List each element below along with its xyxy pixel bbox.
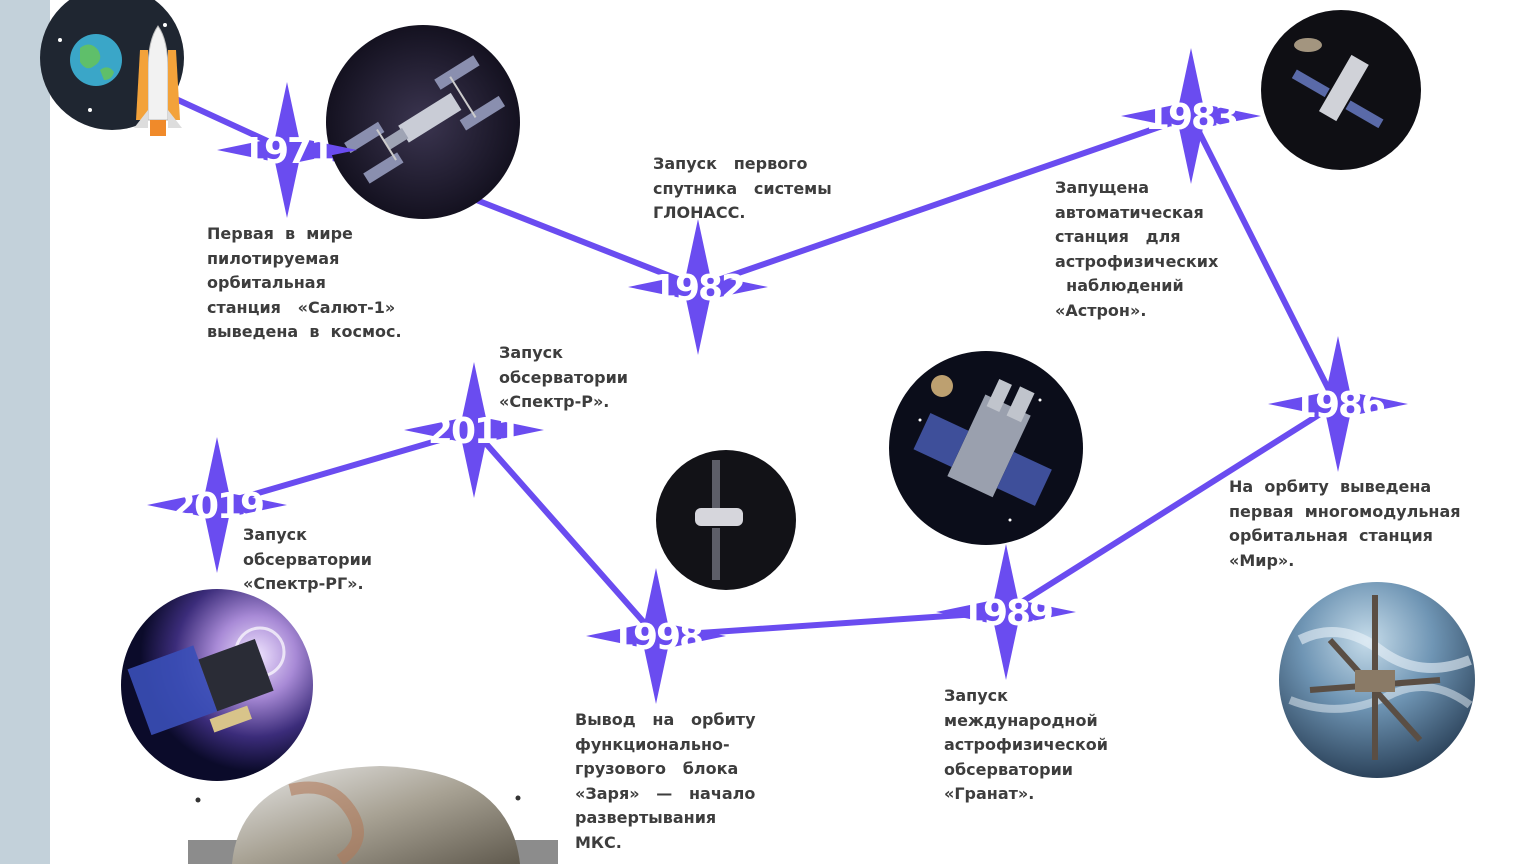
milestone-2011-description: Запуск обсерватории «Спектр-Р».: [499, 343, 629, 411]
milestone-1989-description: Запуск международной астрофизической обс…: [944, 686, 1108, 803]
astron-telescope-photo: [1261, 10, 1421, 170]
year-label: 1989: [960, 593, 1052, 634]
milestone-1998-description: Вывод на орбиту функционально- грузового…: [575, 710, 756, 852]
year-label: 1971: [241, 131, 333, 172]
milestone-2011: 2011: [404, 362, 544, 498]
milestone-2019-description: Запуск обсерватории «Спектр-РГ».: [243, 525, 373, 593]
glonass-satellite-photo: [656, 450, 796, 590]
spektr-rg-photo: [121, 589, 313, 781]
milestone-1998: 1998: [586, 568, 726, 704]
star-marker-icon: [628, 219, 768, 355]
star-marker-icon: [404, 362, 544, 498]
year-label: 1982: [652, 268, 744, 309]
year-label: 1986: [1292, 385, 1385, 426]
milestone-1986: 1986: [1268, 336, 1408, 472]
milestone-1986-description: На орбиту выведена первая многомодульная…: [1229, 477, 1461, 570]
earth-globe-photo: [188, 766, 558, 864]
star-marker-icon: [936, 544, 1076, 680]
star-marker-icon: [147, 437, 287, 573]
granat-observatory-photo: [889, 351, 1083, 545]
milestone-1983: 1983: [1121, 48, 1261, 184]
milestone-1983-description: Запущена автоматическая станция для астр…: [1055, 178, 1219, 320]
star-marker-icon: [1121, 48, 1261, 184]
rocket-earth-icon: [40, 0, 184, 136]
star-marker-icon: [217, 82, 357, 218]
year-label: 1983: [1145, 97, 1237, 138]
milestone-2019: 2019: [147, 437, 287, 573]
milestone-1971: 1971: [217, 82, 357, 218]
mir-station-photo: [1279, 582, 1475, 778]
milestone-1989: 1989: [936, 544, 1076, 680]
year-label: 2011: [428, 411, 520, 452]
milestone-1982-description: Запуск первого спутника системы ГЛОНАСС.: [653, 154, 832, 222]
star-marker-icon: [1268, 336, 1408, 472]
year-label: 2019: [171, 486, 263, 527]
star-marker-icon: [586, 568, 726, 704]
milestone-1971-description: Первая в мире пилотируемая орбитальная с…: [207, 224, 402, 341]
milestone-1982: 1982: [628, 219, 768, 355]
year-label: 1998: [610, 617, 702, 658]
salyut-station-photo: [326, 25, 520, 219]
left-side-bar: [0, 0, 50, 864]
